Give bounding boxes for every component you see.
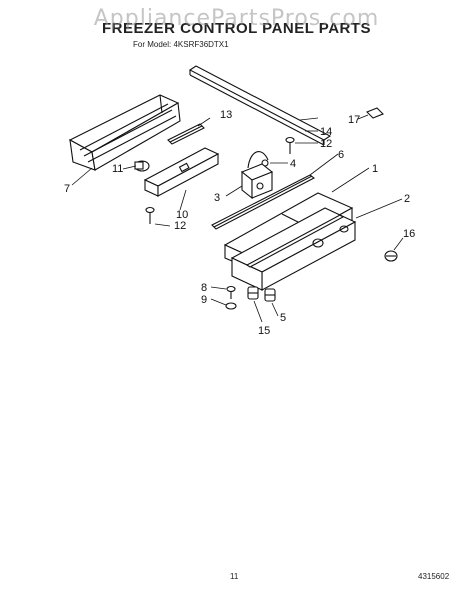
callout-12-left: 12	[174, 220, 186, 232]
document-number: 4315602	[418, 572, 450, 581]
part-10-bracket	[143, 147, 220, 197]
callout-3: 3	[214, 192, 220, 204]
part-11-knob	[134, 160, 150, 172]
callout-16: 16	[403, 228, 415, 240]
callout-14: 14	[320, 126, 332, 138]
part-17-clip	[366, 107, 384, 119]
part-14-support-bar	[188, 65, 332, 146]
callout-2: 2	[404, 193, 410, 205]
part-2-front-panel	[230, 207, 357, 291]
part-12-screw-right	[285, 136, 295, 154]
callout-5: 5	[280, 312, 286, 324]
part-12-screw-left	[145, 206, 155, 224]
part-3-switch	[240, 163, 274, 200]
callout-4: 4	[290, 158, 296, 170]
part-6-strip	[211, 174, 316, 230]
callout-9: 9	[201, 294, 207, 306]
page-number: 11	[230, 572, 239, 581]
model-line: For Model: 4KSRF36DTX1	[133, 40, 229, 49]
callout-13: 13	[220, 109, 232, 121]
part-5-knob	[264, 288, 276, 302]
callout-1: 1	[372, 163, 378, 175]
part-13-rod	[167, 123, 205, 145]
callout-17: 17	[348, 114, 360, 126]
callout-15: 15	[258, 325, 270, 337]
part-15-knob	[247, 286, 259, 300]
callout-11: 11	[112, 163, 123, 175]
callout-7: 7	[64, 183, 70, 195]
callout-12-right: 12	[320, 138, 332, 150]
part-8-screw	[226, 285, 236, 299]
part-9-washer	[225, 302, 237, 310]
watermark-logo: AppliancePartsPros.com	[93, 6, 380, 31]
callout-10: 10	[176, 209, 188, 221]
callout-6: 6	[338, 149, 344, 161]
part-7-trim-panel	[68, 94, 181, 171]
page-title: FREEZER CONTROL PANEL PARTS	[101, 20, 372, 37]
part-16-knob	[384, 250, 398, 262]
callout-8: 8	[201, 282, 207, 294]
callout-leaders	[71, 114, 404, 323]
